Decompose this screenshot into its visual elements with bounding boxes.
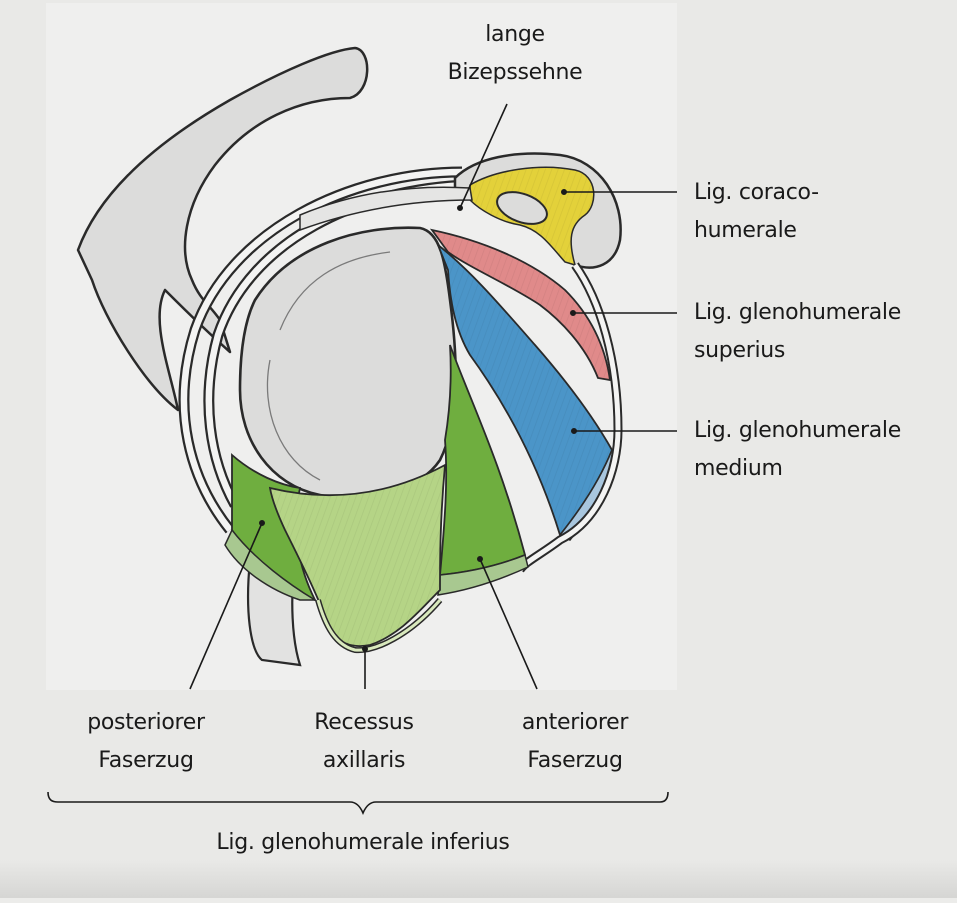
scapula-acromion	[76, 46, 369, 412]
label-line-2: Faserzug	[527, 748, 623, 773]
bottom-edge	[0, 898, 957, 903]
leader-anterior	[479, 558, 538, 690]
label-line-1: anteriorer	[521, 710, 629, 735]
label-line-1: lange	[485, 22, 545, 47]
label-lig-glenohumerale-medium: Lig. glenohumerale medium	[694, 412, 901, 488]
label-line-2: Bizepssehne	[447, 60, 583, 85]
label-line-2: axillaris	[322, 748, 406, 773]
label-line-2: medium	[694, 456, 783, 481]
label-line-1: Lig. glenohumerale	[694, 300, 901, 325]
label-line-2: humerale	[694, 218, 797, 243]
label-line-1: Lig. glenohumerale	[694, 418, 901, 443]
label-anteriorer-faserzug: anteriorer Faserzug	[505, 704, 645, 780]
label-line-1: posteriorer	[87, 710, 205, 735]
label-recessus-axillaris: Recessus axillaris	[294, 704, 434, 780]
group-brace	[47, 791, 669, 816]
label-lig-coracohumerale: Lig. coraco- humerale	[694, 174, 819, 250]
leader-biceps	[459, 103, 508, 209]
label-line-2: superius	[694, 338, 786, 363]
label-line-2: Faserzug	[98, 748, 194, 773]
label-line-1: Recessus	[314, 710, 414, 735]
label-lig-glenohumerale-inferius: Lig. glenohumerale inferius	[163, 824, 563, 862]
label-line-1: Lig. coraco-	[694, 180, 819, 205]
leader-posterior	[189, 522, 263, 690]
humeral-head	[238, 226, 457, 500]
label-lig-glenohumerale-superius: Lig. glenohumerale superius	[694, 294, 901, 370]
biceps-tendon	[299, 186, 473, 232]
coracoid-hole	[496, 191, 548, 225]
bottom-shadow	[0, 860, 957, 903]
label-lange-bizepssehne: lange Bizepssehne	[440, 16, 590, 92]
group-label: Lig. glenohumerale inferius	[216, 830, 510, 855]
label-posteriorer-faserzug: posteriorer Faserzug	[76, 704, 216, 780]
